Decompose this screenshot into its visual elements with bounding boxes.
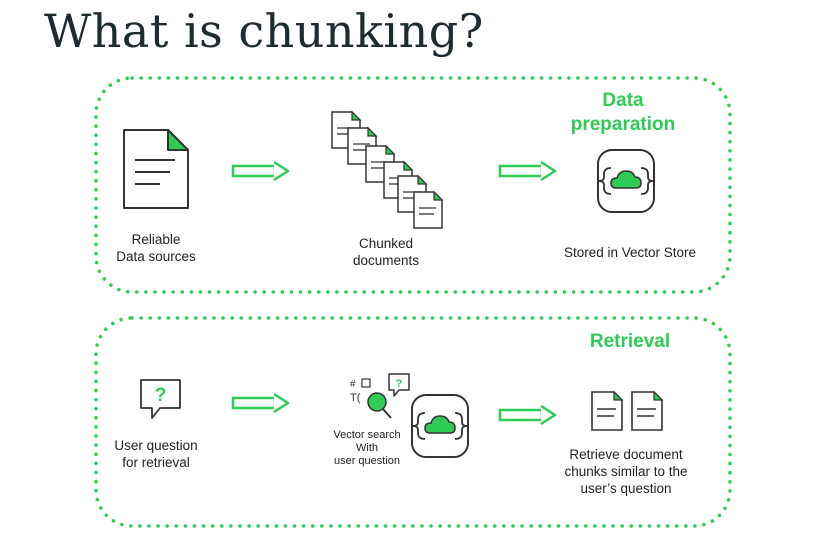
label-line: for retrieval (122, 455, 190, 470)
label-line: documents (352, 253, 420, 268)
heading-line: preparation (570, 114, 676, 135)
svg-text:?: ? (396, 378, 403, 390)
label-line: chunks similar to the (564, 464, 688, 479)
arrow-right-icon (498, 404, 557, 426)
arrow-right-icon (231, 160, 290, 182)
data-preparation-heading: Data preparation (548, 89, 698, 137)
vector-store-icon (411, 394, 469, 458)
label-line: Reliable (131, 232, 181, 247)
label-line: Vector search (333, 429, 401, 441)
arrow-right-icon (231, 392, 290, 414)
retrieval-heading: Retrieval (589, 331, 671, 352)
label-line: With (356, 442, 378, 454)
data-preparation-frame (94, 76, 732, 294)
retrieved-documents-icon (591, 390, 664, 431)
svg-text:T(: T( (350, 392, 361, 404)
vector-search-icon: # T( ? (350, 373, 410, 419)
vector-store-label: Stored in Vector Store (563, 245, 697, 260)
svg-text:?: ? (155, 385, 167, 406)
vector-search-label: Vector search With user question (321, 429, 413, 468)
label-line: User question (114, 438, 198, 453)
question-bubble-icon: ? (140, 379, 181, 419)
retrieval-frame (94, 316, 732, 528)
label-line: Chunked (358, 236, 414, 251)
chunked-documents-icon (331, 110, 444, 229)
svg-text:#: # (350, 379, 356, 390)
page-title: What is chunking? (44, 4, 484, 58)
chunked-documents-label: Chunked documents (326, 235, 446, 269)
heading-line: Data (602, 90, 644, 111)
label-line: Retrieve document (569, 447, 683, 462)
label-line: Data sources (116, 249, 196, 264)
arrow-right-icon (498, 160, 557, 182)
retrieved-chunks-label: Retrieve document chunks similar to the … (546, 446, 706, 497)
document-icon (123, 129, 189, 209)
user-question-label: User question for retrieval (96, 437, 216, 471)
data-sources-label: Reliable Data sources (96, 231, 216, 265)
vector-store-icon (597, 149, 655, 213)
label-line: user question (333, 455, 401, 467)
label-line: user’s question (580, 481, 672, 496)
